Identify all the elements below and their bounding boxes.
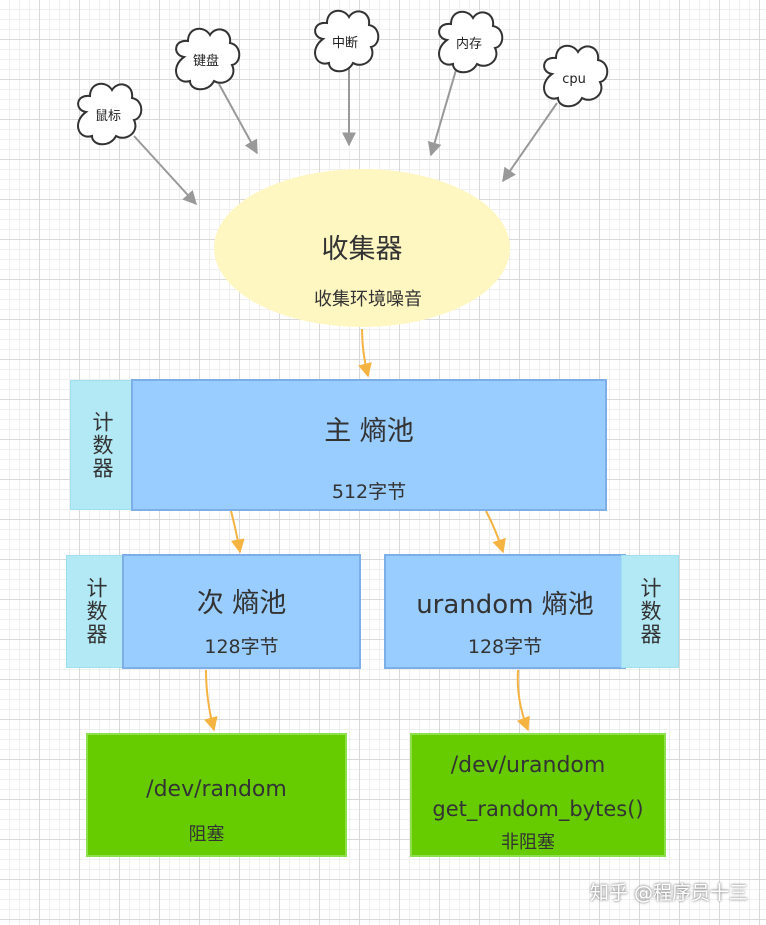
- dev-random-mode: 阻塞: [188, 824, 225, 845]
- main-to-secondary-arrow: [230, 510, 245, 554]
- collector-subtitle: 收集环境噪音: [314, 289, 422, 310]
- secondary-to-random-arrow: [203, 669, 218, 732]
- urandom-to-devurandom-arrow: [516, 669, 530, 732]
- interrupt-cloud: 中断: [314, 9, 380, 73]
- collector-to-main-arrow: [358, 328, 372, 378]
- main-pool: 主 熵池 512字节: [131, 379, 607, 511]
- keyboard-label: 键盘: [193, 53, 219, 69]
- mouse-arrow: [133, 135, 197, 206]
- cpu-label: cpu: [562, 72, 586, 87]
- secondary-pool-title: 次 熵池: [196, 588, 287, 619]
- urandom-pool: urandom 熵池 128字节: [384, 554, 626, 669]
- dev-urandom-func: get_random_bytes(): [432, 797, 644, 821]
- secondary-pool: 次 熵池 128字节: [122, 554, 361, 669]
- collector-title: 收集器: [322, 234, 403, 265]
- watermark: 知乎 @程序员十三: [589, 882, 748, 904]
- urandom-pool-size: 128字节: [467, 636, 543, 658]
- dev-random-box: /dev/random 阻塞: [86, 733, 347, 857]
- secondary-pool-counter-label: 计数器: [84, 577, 108, 646]
- interrupt-label: 中断: [332, 36, 358, 51]
- dev-random-path: /dev/random: [146, 777, 287, 802]
- mouse-label: 鼠标: [95, 109, 121, 124]
- cpu-arrow: [502, 102, 558, 183]
- dev-urandom-box: /dev/urandom get_random_bytes() 非阻塞: [410, 733, 666, 857]
- urandom-pool-counter: 计数器: [621, 555, 679, 668]
- main-pool-size: 512字节: [331, 481, 407, 503]
- dev-urandom-mode: 非阻塞: [501, 832, 555, 853]
- main-pool-title: 主 熵池: [324, 416, 414, 447]
- cpu-cloud: cpu: [543, 44, 609, 108]
- memory-cloud: 内存: [438, 10, 504, 74]
- collector-ellipse: [214, 169, 510, 327]
- main-pool-counter-label: 计数器: [90, 410, 114, 480]
- urandom-pool-counter-label: 计数器: [638, 577, 662, 646]
- urandom-pool-title: urandom 熵池: [416, 590, 594, 620]
- memory-label: 内存: [456, 36, 482, 52]
- dev-urandom-path: /dev/urandom: [450, 753, 606, 778]
- mouse-cloud: 鼠标: [77, 82, 143, 146]
- main-pool-counter: 计数器: [70, 380, 134, 510]
- secondary-pool-counter: 计数器: [66, 555, 126, 668]
- keyboard-cloud: 键盘: [175, 27, 241, 91]
- keyboard-arrow: [218, 83, 258, 155]
- main-to-urandom-arrow: [485, 510, 506, 554]
- memory-arrow: [427, 69, 457, 157]
- secondary-pool-size: 128字节: [204, 636, 279, 658]
